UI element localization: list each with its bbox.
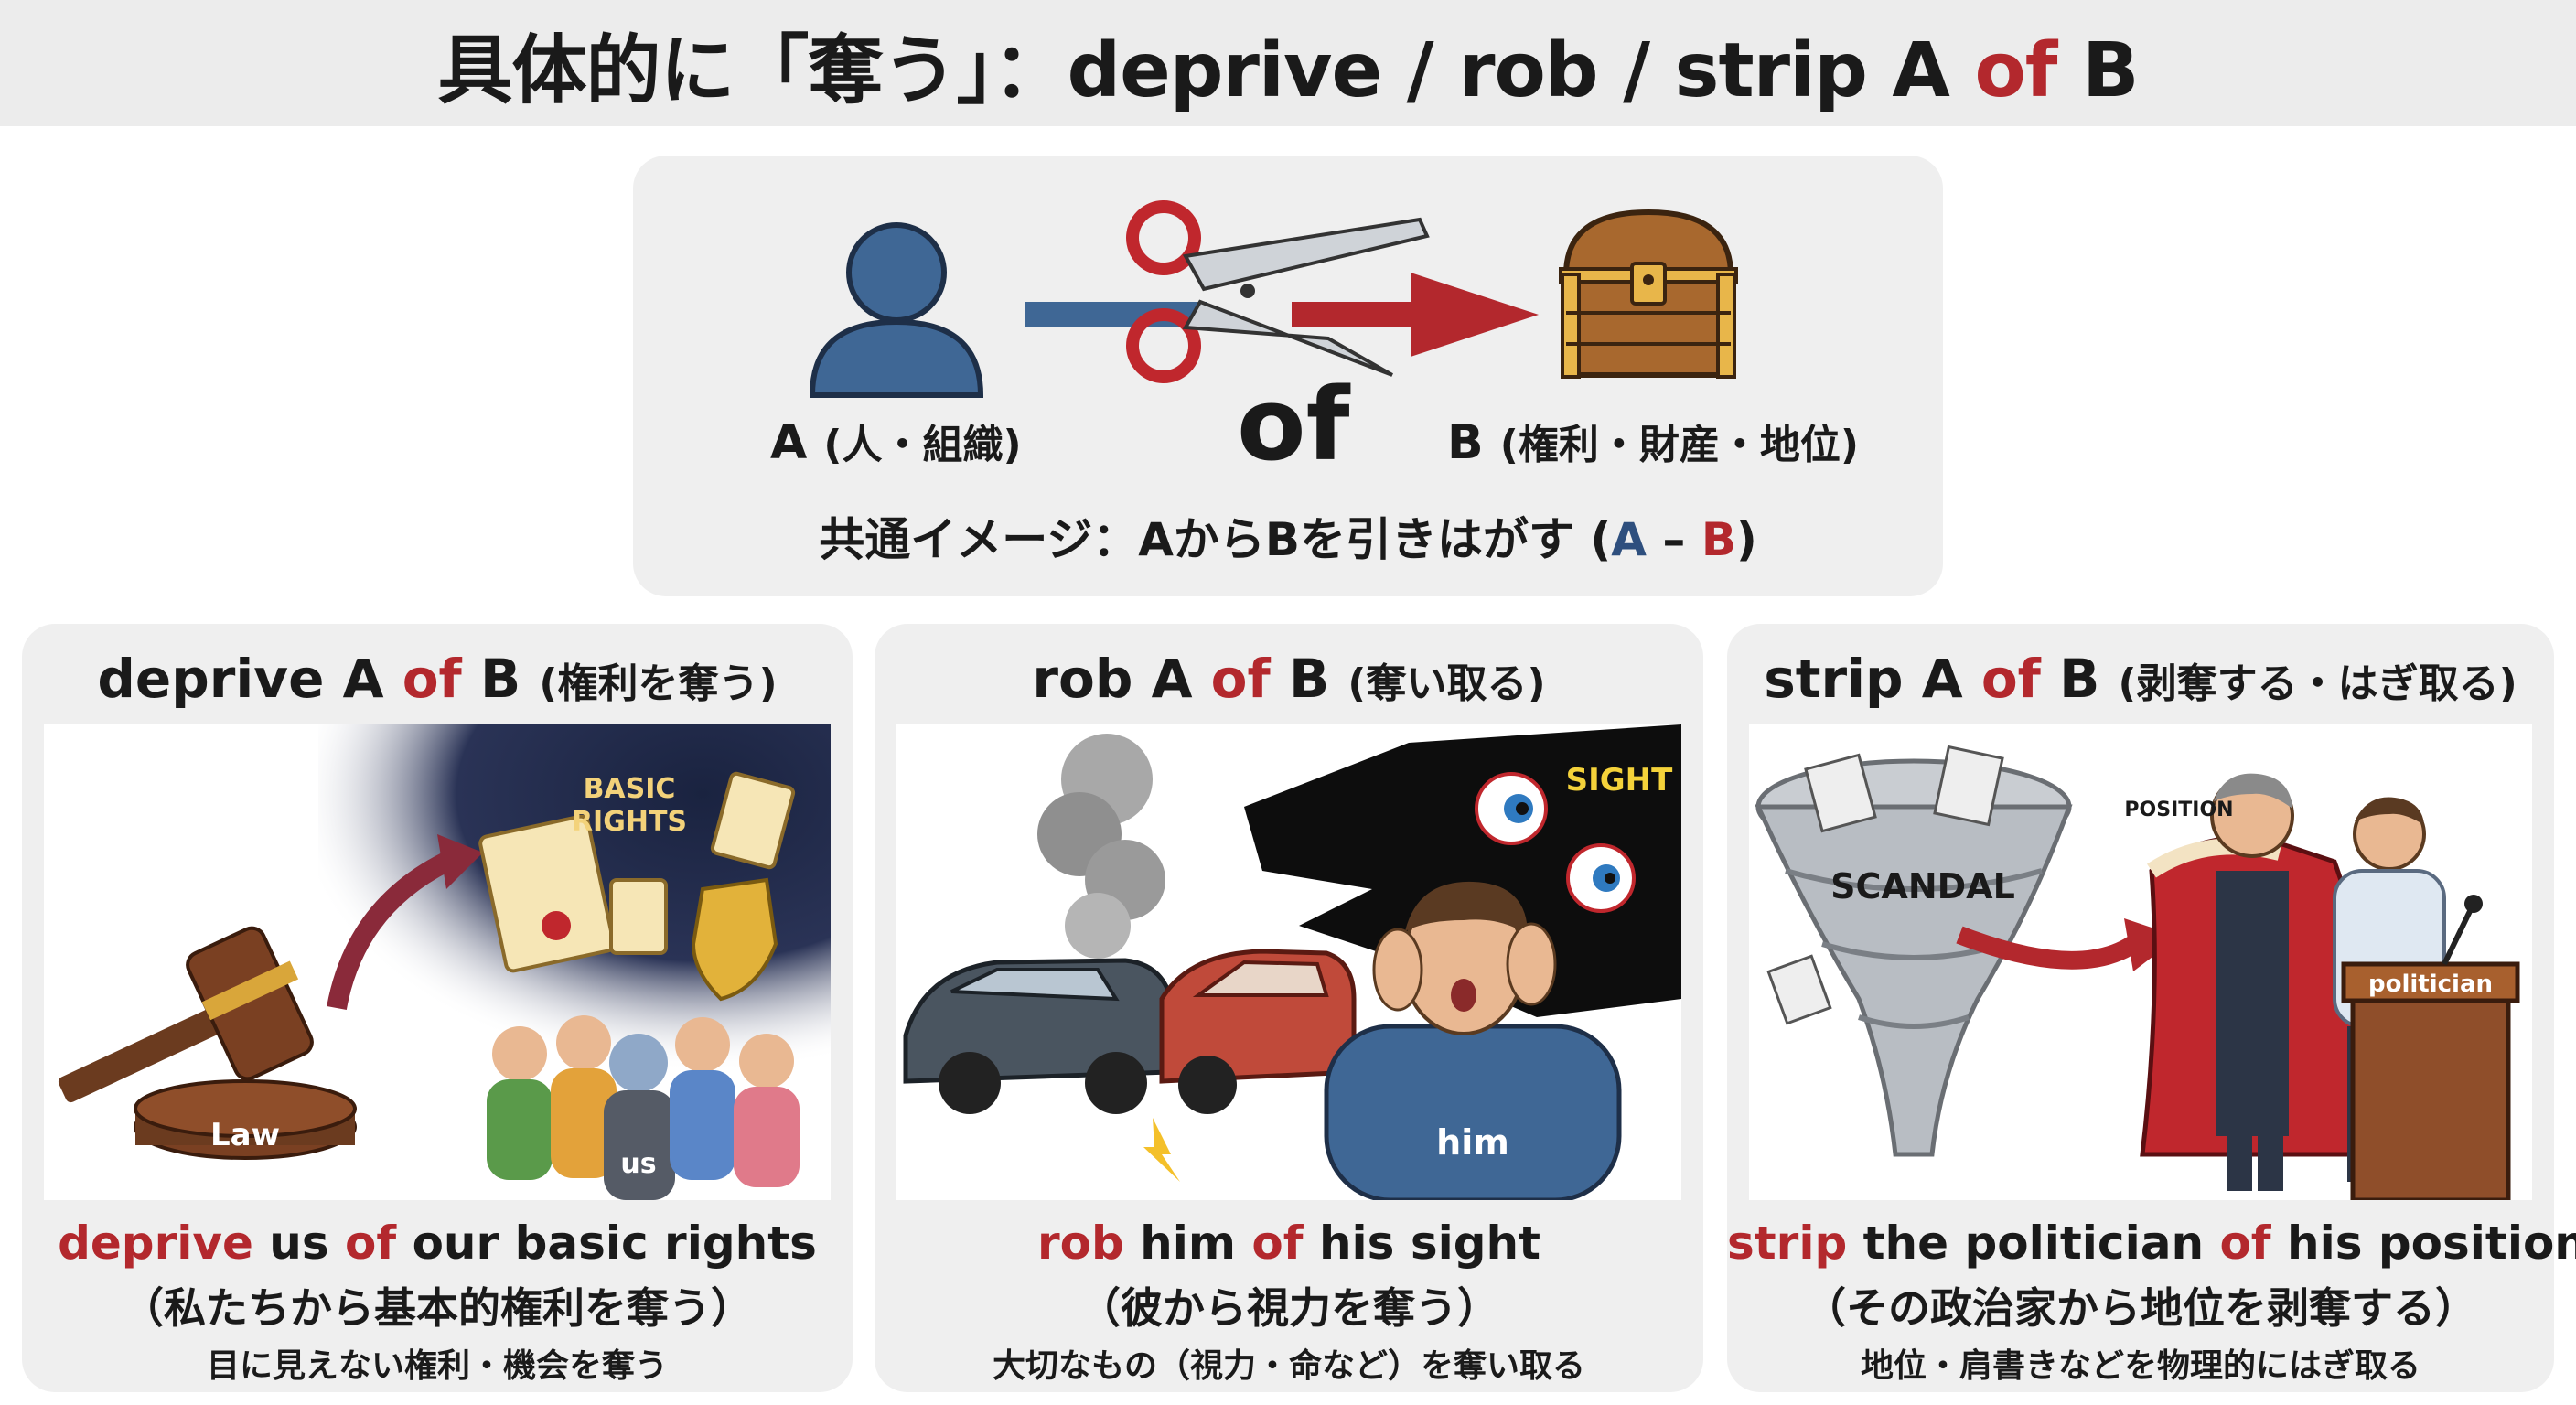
card-title-of: of xyxy=(402,648,462,710)
example-object: the politician xyxy=(1847,1217,2220,1270)
people-icon xyxy=(487,1015,800,1200)
example-sentence-ja: （その政治家から地位を剥奪する） xyxy=(1804,1283,2477,1333)
podium-icon xyxy=(2341,895,2520,1200)
caption-main: 共通イメージ：AからBを引きはがす ( xyxy=(819,513,1612,566)
sight-label: SIGHT xyxy=(1566,762,1674,799)
position-label: POSITION xyxy=(2124,799,2233,821)
arrow-right-icon xyxy=(1292,273,1539,357)
card-title-verb: rob A xyxy=(1032,648,1211,710)
deprive-illustration-svg: Law BASIC RIGHTS us xyxy=(58,724,831,1200)
card-title-b: B xyxy=(461,648,540,710)
example-sentence-en: deprive us of our basic rights xyxy=(22,1217,853,1270)
label-b-letter: B xyxy=(1447,415,1484,470)
smoke-icon xyxy=(1037,734,1165,959)
example-rest: his position xyxy=(2270,1217,2576,1270)
label-b: B (権利・財産・地位) xyxy=(1447,412,1859,470)
us-label: us xyxy=(620,1148,656,1180)
scroll-icon xyxy=(478,771,796,973)
shield-icon xyxy=(691,877,778,1002)
card-title: rob A of B (奪い取る) xyxy=(875,648,1703,710)
core-image-panel: A (人・組織) of B (権利・財産・地位) 共通イメージ：AからBを引きは… xyxy=(633,156,1943,596)
card-title-of: of xyxy=(1980,648,2041,710)
caption-a: A xyxy=(1611,513,1647,566)
robe-icon xyxy=(2140,773,2392,1191)
man-icon xyxy=(1324,881,1622,1200)
caption-b: B xyxy=(1701,513,1736,566)
header-bar: 具体的に「奪う」：deprive / rob / strip A of B xyxy=(0,0,2576,126)
treasure-chest-icon xyxy=(1559,209,1738,379)
title-of: of xyxy=(1974,27,2057,114)
card-rob: rob A of B (奪い取る) xyxy=(875,624,1703,1392)
card-strip: strip A of B (剥奪する・はぎ取る) SCANDAL xyxy=(1727,624,2576,1392)
card-title-note: (奪い取る) xyxy=(1347,660,1546,707)
card-title-note: (権利を奪う) xyxy=(539,660,778,707)
illustration-strip: SCANDAL POSITION xyxy=(1749,724,2532,1200)
spark-icon xyxy=(1143,1118,1180,1182)
person-icon xyxy=(809,222,984,398)
example-object: him xyxy=(1123,1217,1252,1270)
law-label: Law xyxy=(210,1117,280,1153)
example-rest: our basic rights xyxy=(396,1217,817,1270)
card-deprive: deprive A of B (権利を奪う) Law xyxy=(22,624,853,1392)
title-suffix: B xyxy=(2056,27,2140,114)
gavel-icon xyxy=(58,926,357,1160)
arrow-icon xyxy=(1956,926,2139,970)
example-sentence-ja: （私たちから基本的権利を奪う） xyxy=(122,1283,753,1333)
card-title-of: of xyxy=(1210,648,1271,710)
card-title-b: B xyxy=(1270,648,1348,710)
card-title: deprive A of B (権利を奪う) xyxy=(22,648,853,710)
label-b-note: (権利・財産・地位) xyxy=(1499,422,1859,468)
label-a-note: (人・組織) xyxy=(823,422,1022,468)
page-title: 具体的に「奪う」：deprive / rob / strip A of B xyxy=(437,9,2140,118)
example-verb: strip xyxy=(1727,1217,1848,1270)
caption-minus: – xyxy=(1646,513,1701,566)
example-verb: deprive xyxy=(58,1217,253,1270)
example-rest: his sight xyxy=(1303,1217,1541,1270)
of-word: of xyxy=(1237,366,1350,483)
core-caption: 共通イメージ：AからBを引きはがす (A – B) xyxy=(633,503,1943,569)
caption-close: ) xyxy=(1735,513,1757,566)
example-of: of xyxy=(345,1217,397,1270)
example-object: us xyxy=(252,1217,346,1270)
basic-rights-line1: BASIC xyxy=(584,773,676,805)
core-diagram xyxy=(809,200,1738,398)
scandal-label: SCANDAL xyxy=(1830,866,2015,906)
label-a-letter: A xyxy=(770,415,808,470)
scissors-icon xyxy=(1126,200,1430,383)
example-verb: rob xyxy=(1036,1217,1124,1270)
example-note: 地位・肩書きなどを物理的にはぎ取る xyxy=(1860,1347,2420,1385)
arrow-icon xyxy=(327,853,451,1011)
card-title-verb: strip A xyxy=(1764,648,1981,710)
card-title-note: (剥奪する・はぎ取る) xyxy=(2118,660,2517,707)
card-title-verb: deprive A xyxy=(97,648,402,710)
example-of: of xyxy=(1251,1217,1304,1270)
example-sentence-en: rob him of his sight xyxy=(875,1217,1703,1270)
title-prefix: 具体的に「奪う」：deprive / rob / strip A xyxy=(437,27,1975,114)
car-crash-icon xyxy=(903,949,1357,1114)
politician-label: politician xyxy=(2368,971,2493,998)
shock-burst xyxy=(1244,724,1681,1017)
card-title-b: B xyxy=(2040,648,2119,710)
example-sentence-en: strip the politician of his position xyxy=(1727,1217,2576,1270)
illustration-deprive: Law BASIC RIGHTS us xyxy=(44,724,831,1200)
eyeball-icon xyxy=(1475,772,1636,913)
card-title: strip A of B (剥奪する・はぎ取る) xyxy=(1727,648,2554,710)
example-note: 大切なもの（視力・命など）を奪い取る xyxy=(992,1347,1585,1385)
him-label: him xyxy=(1436,1122,1509,1163)
basic-rights-line2: RIGHTS xyxy=(572,806,687,838)
example-sentence-ja: （彼から視力を奪う） xyxy=(1079,1283,1499,1333)
illustration-rob: him SIGHT xyxy=(896,724,1681,1200)
label-a: A (人・組織) xyxy=(770,412,1022,470)
strip-illustration-svg: SCANDAL POSITION xyxy=(1755,745,2520,1200)
rob-illustration-svg: him SIGHT xyxy=(903,724,1681,1200)
example-of: of xyxy=(2219,1217,2271,1270)
example-note: 目に見えない権利・機会を奪う xyxy=(206,1347,668,1385)
